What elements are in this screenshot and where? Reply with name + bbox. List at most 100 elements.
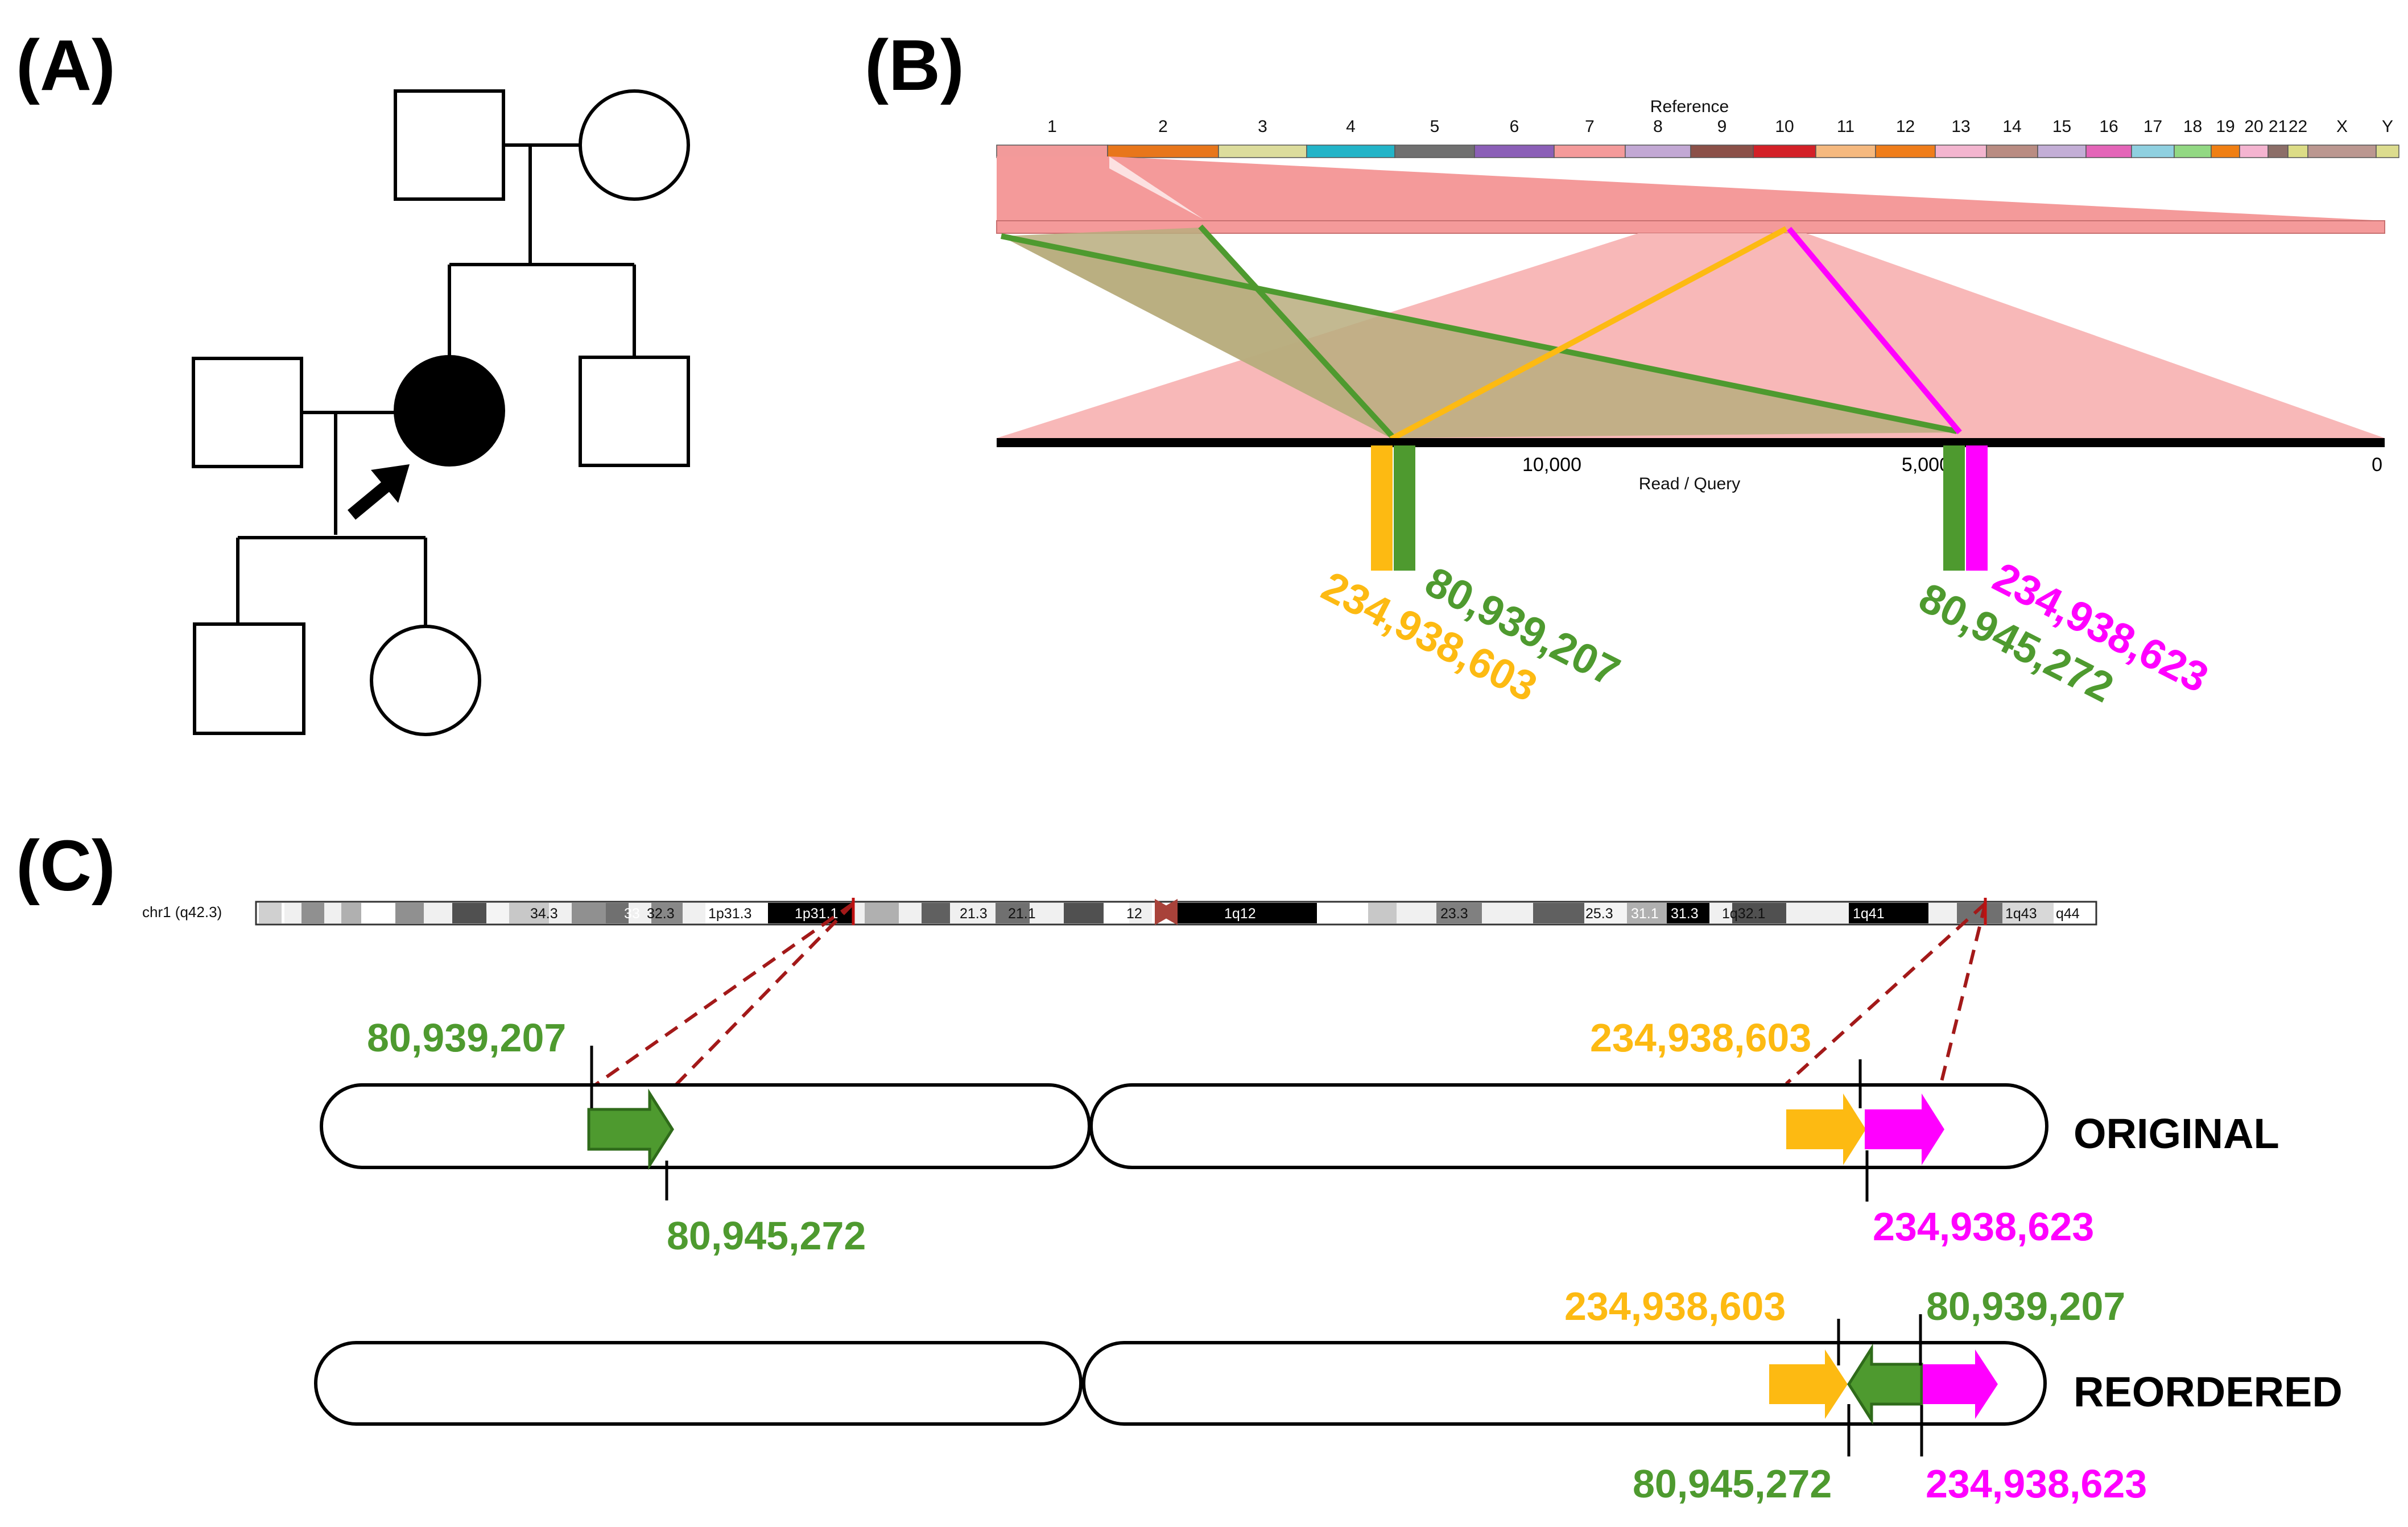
ideogram-band — [705, 903, 768, 923]
grandfather-square — [394, 89, 505, 201]
ideogram-band — [1482, 903, 1533, 923]
original-magenta-segment-arrow — [1865, 1093, 1944, 1165]
pedigree — [192, 89, 690, 736]
ideogram-band — [651, 903, 683, 923]
chromosome-label-13: 13 — [1951, 117, 1970, 136]
chromosome-label-3: 3 — [1258, 117, 1267, 136]
reordered-yellow-end-label: 234,938,603 — [1564, 1284, 1786, 1328]
ideogram-band — [1928, 903, 1957, 923]
ideogram-band — [1104, 903, 1129, 923]
ideogram-band — [1667, 903, 1709, 923]
ideogram-band — [424, 903, 452, 923]
ideogram-band-label: 25.3 — [1585, 906, 1613, 922]
ideogram-band — [1849, 903, 1928, 923]
ideogram-band-label: 21.3 — [960, 906, 988, 922]
ideogram-band — [1786, 903, 1849, 923]
chromosome-label-14: 14 — [2002, 117, 2021, 136]
ideogram-band — [683, 903, 705, 923]
ideogram-band — [996, 903, 1030, 923]
chromosome-segment-14 — [1986, 145, 2038, 158]
chromosome-segment-19 — [2211, 145, 2240, 158]
reordered-green-top-label: 80,939,207 — [1926, 1284, 2125, 1328]
chromosome-label-Y: Y — [2382, 117, 2393, 136]
query-tick-5000: 5,000 — [1902, 454, 1950, 476]
chromosome-label-20: 20 — [2244, 117, 2263, 136]
chromosome-label-21: 21 — [2269, 117, 2287, 136]
ideogram-band-label: 31.3 — [1671, 906, 1699, 922]
chromosome-segment-5 — [1394, 145, 1475, 158]
magenta-link-line — [1787, 226, 1962, 435]
ideogram-band-label: 1q12 — [1224, 906, 1256, 922]
magenta-marker-right — [1966, 445, 1988, 571]
ideogram-band — [259, 903, 282, 923]
breakpoint-markers — [1371, 445, 1988, 571]
ideogram-band-label: 21.1 — [1008, 906, 1036, 922]
original-p-arm — [320, 1083, 1091, 1169]
son-square — [193, 622, 305, 735]
ideogram-band — [1317, 903, 1368, 923]
ideogram-band — [1129, 903, 1152, 923]
chromosome-label-X: X — [2336, 117, 2348, 136]
chromosome-label-19: 19 — [2216, 117, 2234, 136]
panel-a-label: (A) — [16, 25, 115, 105]
reference-chromosome-bar — [996, 145, 2399, 158]
ideogram-band — [1368, 903, 1397, 923]
ideogram-band — [549, 903, 572, 923]
daughter-circle — [370, 625, 481, 736]
ideogram-band-label: 1p31.3 — [708, 906, 751, 922]
chromosome-segment-22 — [2287, 145, 2308, 158]
ideogram-band — [922, 903, 950, 923]
ideogram-band-label: q44 — [2056, 906, 2080, 922]
ideogram-band — [1178, 903, 1317, 923]
green-link-line-1 — [1000, 233, 1958, 434]
husband-square — [192, 357, 303, 468]
chromosome-label-6: 6 — [1510, 117, 1519, 136]
ribbon-ref-to-contig-1 — [997, 156, 2385, 221]
chromosome-segment-18 — [2174, 145, 2212, 158]
chromosome-label-5: 5 — [1430, 117, 1440, 136]
chromosome-segment-12 — [1875, 145, 1936, 158]
reordered-magenta-segment-arrow — [1923, 1349, 1998, 1419]
panel-c-label: (C) — [16, 826, 115, 906]
ideogram-band-label: 34.3 — [530, 906, 558, 922]
original-magenta-start-label: 234,938,623 — [1873, 1204, 2094, 1249]
ideogram-band — [452, 903, 486, 923]
query-label: Read / Query — [1639, 474, 1740, 493]
chromosome-segment-16 — [2085, 145, 2132, 158]
ideogram-band — [1709, 903, 1732, 923]
alignment-ribbons — [996, 156, 2385, 438]
chromosome-label-12: 12 — [1896, 117, 1915, 136]
chromosome-segment-8 — [1625, 145, 1691, 158]
ideogram-band — [301, 903, 324, 923]
chromosome-label-16: 16 — [2099, 117, 2118, 136]
ideogram-band-label: 12 — [1126, 906, 1142, 922]
original-label: ORIGINAL — [2074, 1110, 2279, 1157]
chromosome-segment-6 — [1474, 145, 1555, 158]
centromere-icon — [1155, 899, 1178, 925]
reordered-magenta-start-label: 234,938,623 — [1926, 1462, 2147, 1506]
ideogram-band — [1064, 903, 1104, 923]
chromosome-segment-15 — [2037, 145, 2087, 158]
ideogram-label: chr1 (q42.3) — [142, 903, 222, 921]
zoom-lines — [592, 902, 1987, 1088]
ideogram-band — [509, 903, 549, 923]
ideogram-band-label: 31.1 — [1631, 906, 1659, 922]
chromosome-segment-4 — [1306, 145, 1395, 158]
reordered-green-inverted-arrow — [1847, 1343, 1923, 1425]
ideogram-band — [341, 903, 361, 923]
chromosome-segment-X — [2307, 145, 2377, 158]
green-link-line-2 — [1198, 224, 1396, 440]
chromosome-segment-17 — [2131, 145, 2175, 158]
chromosome-segment-20 — [2239, 145, 2269, 158]
ideogram-band — [1397, 903, 1436, 923]
reordered-green-bottom-label: 80,945,272 — [1633, 1462, 1832, 1506]
chromosome-segment-21 — [2267, 145, 2289, 158]
green-marker-left — [1394, 445, 1415, 571]
ideogram-band-label: 32.3 — [647, 906, 675, 922]
ideogram-band-label: 23.3 — [1440, 906, 1468, 922]
chromosome-segment-7 — [1554, 145, 1626, 158]
ideogram-band — [486, 903, 509, 923]
